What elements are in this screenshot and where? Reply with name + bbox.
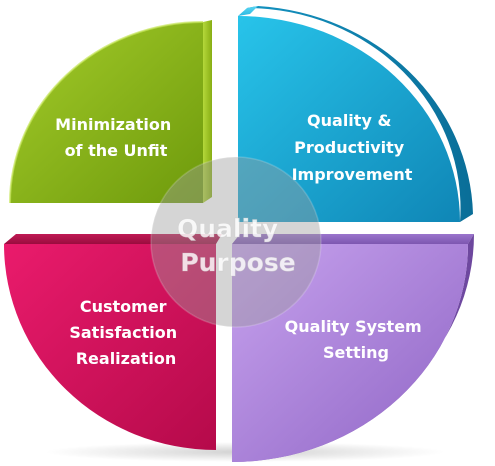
quadrant-bottom-right: Quality System Setting bbox=[232, 234, 475, 462]
quadrant-top-left-line-2: of the Unfit bbox=[65, 141, 168, 160]
quadrant-top-right: Quality & Productivity Improvement bbox=[238, 6, 473, 222]
quadrant-bottom-left-label: Customer Satisfaction Realization bbox=[69, 297, 182, 368]
center-label-line-2: Purpose bbox=[180, 248, 295, 277]
quadrant-top-right-line-1: Quality & bbox=[307, 111, 391, 130]
quadrant-top-right-label: Quality & Productivity Improvement bbox=[292, 111, 413, 184]
quadrant-bottom-right-line-2: Setting bbox=[323, 343, 389, 362]
center-disc bbox=[151, 157, 321, 327]
center-label-line-1: Quality bbox=[177, 214, 278, 243]
quadrant-bottom-left-face bbox=[4, 244, 216, 450]
quadrant-bottom-right-face bbox=[232, 244, 468, 462]
quadrant-top-left-label: Minimization of the Unfit bbox=[55, 115, 177, 160]
quadrant-bottom-right-label: Quality System Setting bbox=[285, 317, 428, 362]
quadrant-bottom-left-top bbox=[4, 234, 222, 244]
quadrant-bottom-left: Customer Satisfaction Realization bbox=[4, 234, 222, 450]
quadrant-top-left-line-1: Minimization bbox=[55, 115, 171, 134]
quadrant-top-right-line-3: Improvement bbox=[292, 165, 413, 184]
quadrant-top-left-face bbox=[10, 22, 203, 203]
quadrant-bottom-left-line-3: Realization bbox=[76, 349, 177, 368]
quadrant-top-left-rim bbox=[9, 21, 204, 204]
quadrant-top-right-face bbox=[238, 16, 460, 222]
quadrant-bottom-right-top bbox=[232, 234, 474, 244]
center-disc-rim bbox=[150, 156, 322, 328]
quadrant-top-right-line-2: Productivity bbox=[294, 138, 405, 157]
center-label: Quality Purpose bbox=[177, 214, 296, 277]
quadrant-bottom-right-line-1: Quality System bbox=[285, 317, 422, 336]
quadrant-top-left-side bbox=[203, 20, 212, 203]
quadrant-bottom-left-line-1: Customer bbox=[80, 297, 167, 316]
quadrant-top-left: Minimization of the Unfit bbox=[9, 20, 212, 204]
center-hub: Quality Purpose bbox=[150, 156, 322, 328]
quadrant-bottom-left-line-2: Satisfaction bbox=[69, 323, 177, 342]
quadrant-top-right-edge bbox=[238, 6, 258, 16]
